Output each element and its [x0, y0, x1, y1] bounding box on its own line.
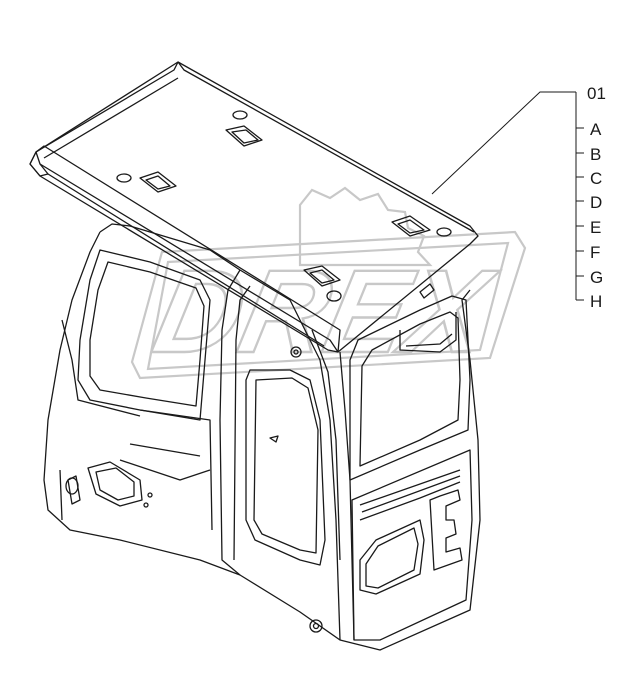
roof-hatch-2 [116, 171, 177, 193]
door-handle [87, 461, 153, 508]
roof-hatch-1 [225, 110, 263, 147]
part-index [575, 92, 584, 301]
sub-part-label-h: H [590, 292, 602, 311]
roof-panel [29, 61, 479, 353]
sub-part-label-f: F [590, 243, 600, 262]
wiper [419, 283, 435, 299]
sub-part-label-a: A [590, 120, 602, 139]
part-number-label: 01 [587, 84, 606, 103]
roof-hatch-3 [391, 215, 452, 237]
cab-drawing [29, 61, 481, 651]
roof-hatch-4 [303, 265, 342, 302]
sub-part-label-e: E [590, 218, 601, 237]
lower-front-panel [351, 449, 473, 641]
bolt [290, 346, 302, 358]
cab-body [43, 223, 481, 651]
door-window [245, 369, 326, 566]
sub-part-label-c: C [590, 169, 602, 188]
bolt [309, 619, 323, 633]
front-window [349, 295, 471, 481]
sub-part-label-g: G [590, 268, 603, 287]
part-labels: 01 A B C D E F G H [587, 84, 606, 311]
side-window-left [61, 249, 213, 531]
leader-line [431, 91, 576, 195]
watermark-text: DREX [144, 246, 506, 378]
side-ribs [59, 469, 81, 521]
sub-part-label-b: B [590, 145, 601, 164]
sub-part-label-d: D [590, 193, 602, 212]
